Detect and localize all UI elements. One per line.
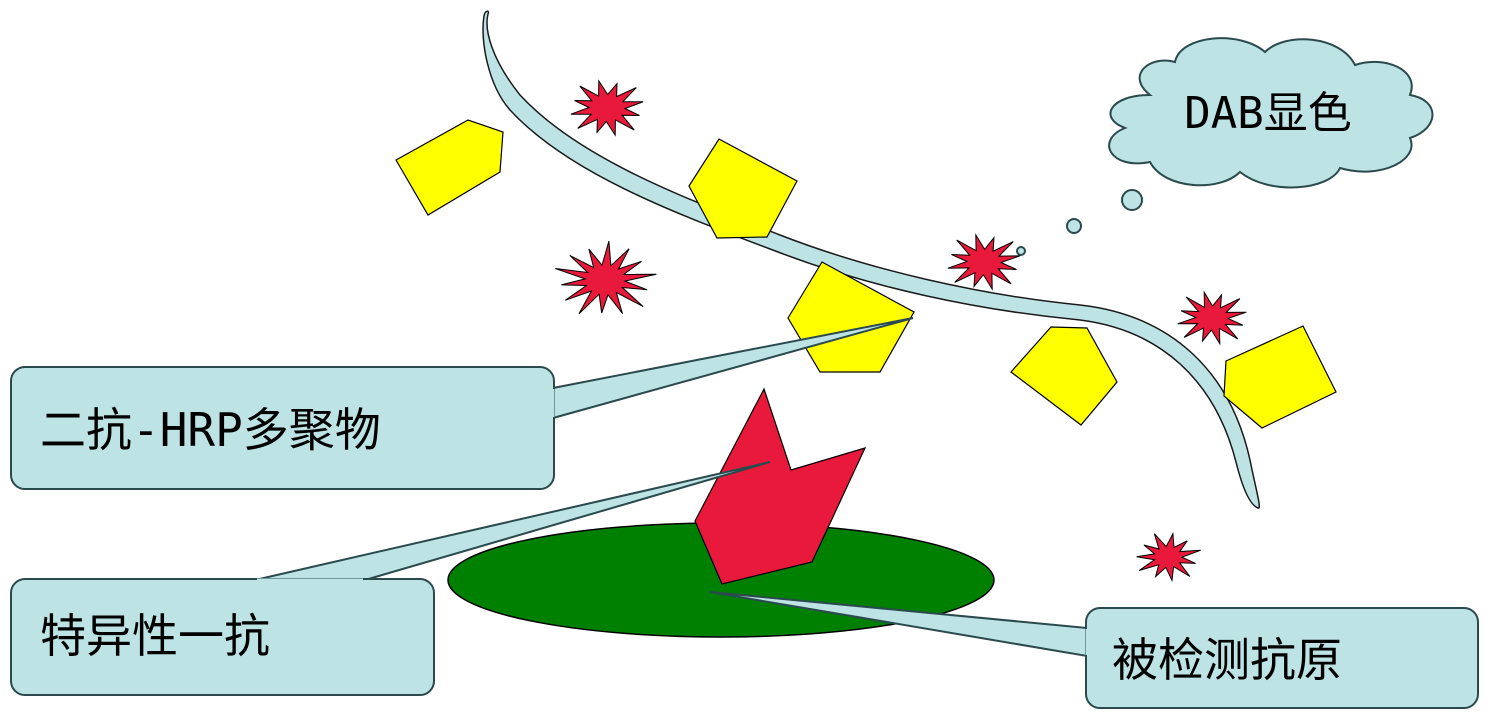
thought-bubble-small — [1017, 247, 1025, 255]
dab-starburst-3 — [948, 235, 1020, 289]
hrp-pentagon-5 — [1224, 326, 1336, 428]
dab-starburst-1 — [571, 81, 643, 135]
antigen-label: 被检测抗原 — [1112, 633, 1342, 687]
hrp-pentagon-4 — [1011, 327, 1117, 425]
dab-starburst-5 — [1137, 534, 1201, 581]
primary-label: 特异性一抗 — [40, 609, 270, 663]
dab-cloud-callout: DAB显色 — [1017, 38, 1433, 255]
secondary-label: 二抗-HRP多聚物 — [40, 403, 381, 457]
hrp-pentagon-1 — [396, 120, 503, 215]
thought-bubble-medium — [1067, 219, 1081, 233]
dab-starburst-2 — [555, 241, 656, 314]
thought-bubble-large — [1122, 190, 1142, 210]
dab-starburst-4 — [1178, 292, 1247, 343]
antigen-callout: 被检测抗原 — [710, 592, 1478, 708]
dab-label: DAB显色 — [1184, 88, 1351, 139]
